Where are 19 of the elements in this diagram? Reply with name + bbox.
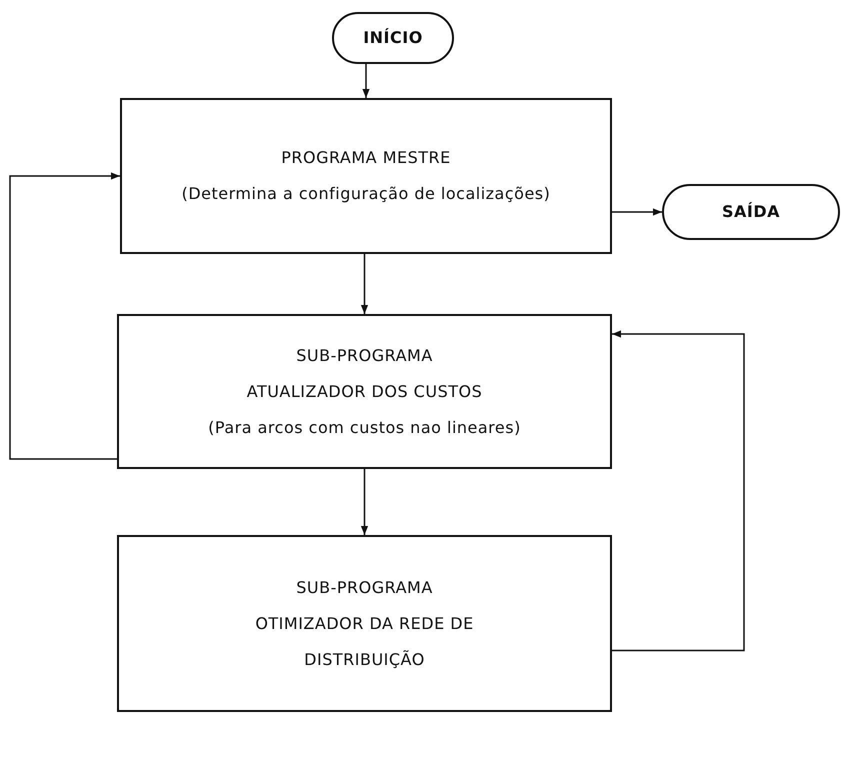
arrow — [360, 254, 368, 314]
process-box — [117, 314, 612, 469]
arrow — [612, 208, 662, 216]
arrow — [9, 172, 120, 460]
process-box — [117, 535, 612, 712]
node-text: ATUALIZADOR DOS CUSTOS — [246, 380, 482, 402]
arrow — [612, 330, 745, 652]
node-text: PROGRAMA MESTRE — [281, 147, 451, 169]
arrow — [360, 469, 368, 535]
node-text: INÍCIO — [363, 27, 423, 49]
process-box — [120, 98, 612, 254]
node-text: (Para arcos com custos nao lineares) — [208, 416, 521, 438]
terminal-shape — [332, 12, 454, 64]
node-text: SUB-PROGRAMA — [296, 576, 433, 598]
node-text: SAÍDA — [722, 201, 780, 223]
node-text: OTIMIZADOR DA REDE DE DISTRIBUIÇÃO — [254, 612, 475, 670]
node-text: SUB-PROGRAMA — [296, 344, 433, 366]
node-text: (Determina a configuração de localizações) — [182, 183, 550, 205]
arrow — [362, 64, 370, 98]
